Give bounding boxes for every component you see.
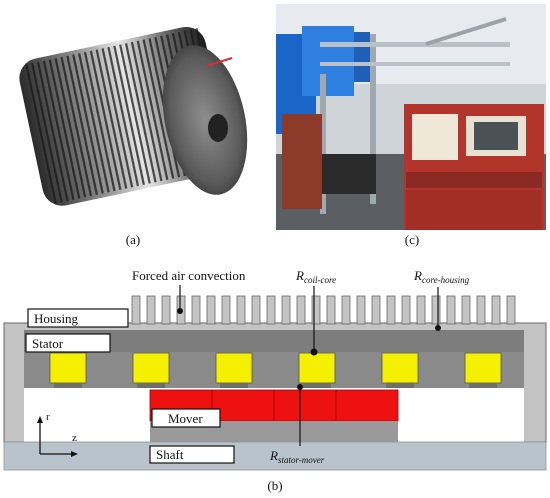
coil-tooth: [386, 383, 414, 388]
housing-fin: [146, 295, 156, 325]
forced-air-point: [177, 308, 183, 314]
fin-line: [66, 55, 98, 195]
housing-fin: [446, 295, 456, 325]
shaft-label-box: [149, 445, 235, 464]
fin-line: [101, 48, 134, 188]
mover-label-box: [151, 408, 221, 428]
shaft-label: Shaft: [156, 447, 184, 462]
stator-upper-band: [24, 330, 524, 352]
housing-fin: [191, 295, 201, 325]
r-stator-mover-label: Rstator-mover: [269, 448, 325, 465]
housing-fin: [206, 295, 216, 325]
coil: [298, 352, 336, 384]
fin-line: [119, 44, 151, 184]
test-bench-photo: [276, 4, 546, 230]
r-stator-mover-point: [297, 384, 303, 390]
coil-tooth: [137, 383, 165, 388]
mover-label: Mover: [168, 411, 203, 426]
fin-line: [95, 49, 128, 189]
housing-fin: [356, 295, 366, 325]
caption-b: (b): [267, 478, 283, 493]
axis-indicator: [37, 416, 78, 457]
housing-label: Housing: [34, 311, 79, 326]
housing-fin: [161, 295, 171, 325]
housing-fin: [371, 295, 381, 325]
fin-line: [130, 41, 163, 182]
fin-line: [72, 54, 104, 194]
fin-line: [42, 60, 75, 200]
fin-line: [48, 59, 81, 199]
r-core-housing-label: Rcore-housing: [413, 268, 470, 285]
housing-fin: [251, 295, 261, 325]
housing-fin: [401, 295, 411, 325]
fin-line: [107, 46, 140, 187]
r-coil-core-point: [310, 348, 318, 356]
axis-r-label: r: [46, 411, 50, 423]
coil-tooth: [303, 383, 331, 388]
coil: [381, 352, 419, 384]
fin-line: [113, 45, 145, 185]
fin-line: [60, 56, 93, 197]
housing-fin: [386, 295, 396, 325]
fin-line: [31, 63, 63, 203]
coil: [215, 352, 253, 384]
housing-fin: [311, 295, 321, 325]
housing-fin: [491, 295, 501, 325]
housing-fin: [131, 295, 141, 325]
caption-a: (a): [125, 232, 141, 247]
machine-cross-section-diagram: Housing Stator Mover Shaft Forced air co…: [3, 268, 547, 471]
caption-c: (c): [404, 232, 420, 247]
fin-line: [136, 40, 169, 180]
housing-fin: [281, 295, 291, 325]
housing-fin: [326, 295, 336, 325]
fin-line: [124, 43, 157, 183]
housing-fin: [431, 295, 441, 325]
coil-tooth: [469, 383, 497, 388]
stator-label: Stator: [32, 336, 64, 351]
fin-line: [36, 61, 69, 202]
mover-magnets: [149, 389, 399, 422]
r-coil-core-label: Rcoil-core: [295, 268, 336, 285]
housing-fin: [506, 295, 516, 325]
fin-line: [78, 53, 110, 193]
fin-line: [54, 58, 87, 198]
housing-fin: [476, 295, 486, 325]
housing-fin: [266, 295, 276, 325]
housing-fin: [461, 295, 471, 325]
housing-fin: [341, 295, 351, 325]
coil-tooth: [54, 383, 82, 388]
shaft-body: [3, 441, 547, 471]
housing-fin: [221, 295, 231, 325]
coil: [132, 352, 170, 384]
fin-line: [142, 39, 175, 179]
forced-air-label: Forced air convection: [132, 268, 246, 283]
stator-label-box: [25, 333, 111, 353]
housing-fin: [236, 295, 246, 325]
coil: [464, 352, 502, 384]
r-core-housing-point: [435, 325, 441, 331]
housing-fin: [416, 295, 426, 325]
housing-fin: [296, 295, 306, 325]
finned-housing-photo: [19, 26, 248, 206]
fin-line: [89, 50, 122, 190]
housing-label-box: [27, 308, 129, 328]
axis-z-label: z: [72, 432, 77, 444]
coil-tooth: [220, 383, 248, 388]
coil: [49, 352, 87, 384]
fin-line: [25, 64, 57, 204]
fin-line: [83, 51, 116, 192]
